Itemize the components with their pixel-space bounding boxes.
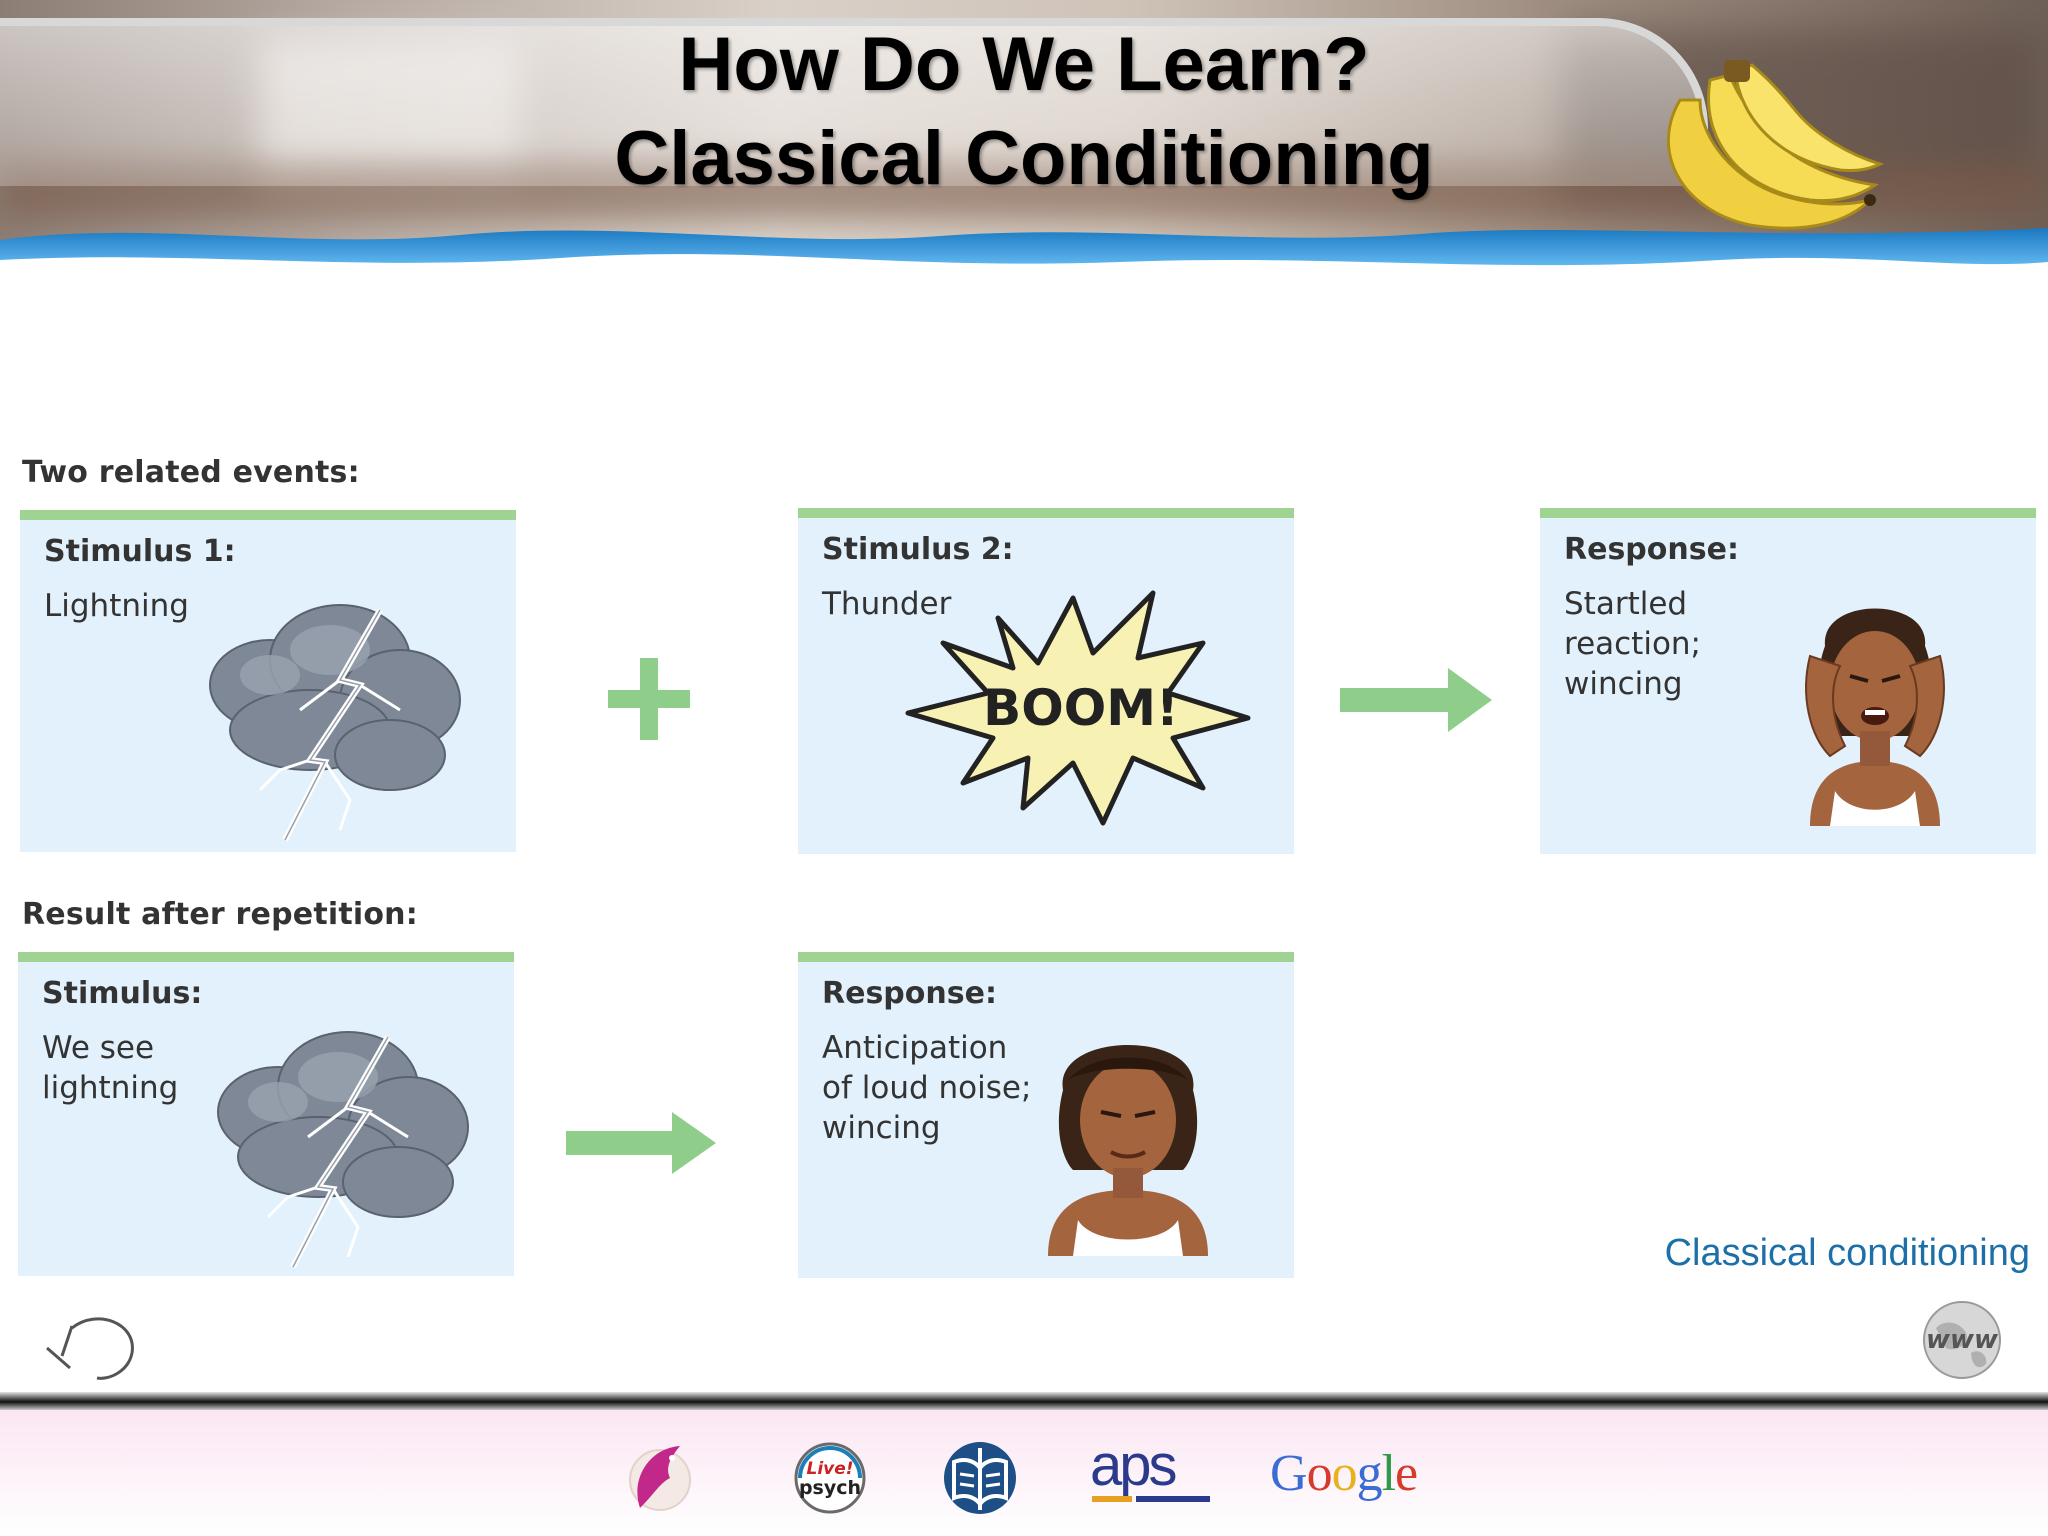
stimulus-repetition-heading: Stimulus:: [42, 976, 203, 1011]
arrow-connector-icon: [1340, 668, 1492, 732]
lightning-cloud-icon: [217, 1031, 469, 1269]
stimulus1-panel: Stimulus 1: Lightning: [20, 510, 516, 852]
aps-underline: [1092, 1496, 1210, 1502]
stimulus2-panel: Stimulus 2: Thunder BOOM!: [798, 508, 1294, 854]
stimulus-repetition-panel: Stimulus: We see lightning: [18, 952, 514, 1276]
stimulus1-heading: Stimulus 1:: [44, 534, 236, 569]
response1-text: Startled reaction; wincing: [1564, 586, 1702, 702]
www-label: www: [1926, 1325, 1999, 1355]
banana-icon: [1666, 60, 1885, 230]
classical-conditioning-link[interactable]: Classical conditioning: [1664, 1232, 2030, 1274]
plus-connector-icon: [608, 658, 690, 740]
www-globe-icon[interactable]: www: [1916, 1298, 2008, 1382]
response1-heading: Response:: [1564, 532, 1739, 567]
google-logo-icon[interactable]: Google: [1270, 1445, 1418, 1502]
stimulus2-heading: Stimulus 2:: [822, 532, 1014, 567]
section-label-after-repetition: Result after repetition:: [22, 897, 418, 932]
slide-header: How Do We Learn? Classical Conditioning: [0, 0, 2048, 300]
section-label-related-events: Two related events:: [22, 455, 360, 490]
footer-divider: [0, 1392, 2048, 1410]
title-panel: [0, 18, 1708, 186]
water-wave-decoration: [0, 228, 2048, 300]
response2-panel: Response: Anticipation of loud noise; wi…: [798, 952, 1294, 1278]
response2-heading: Response:: [822, 976, 997, 1011]
stimulus1-text: Lightning: [44, 588, 189, 624]
slide-title-line2: Classical Conditioning: [614, 116, 1434, 201]
response2-text: Anticipation of loud noise; wincing: [822, 1030, 1032, 1146]
wincing-woman-icon: [1048, 1045, 1208, 1256]
response1-panel: Response: Startled reaction; wincing: [1540, 508, 2036, 854]
psych-text: psych: [799, 1477, 861, 1499]
startled-woman-icon: [1805, 608, 1945, 826]
live-text: Live!: [806, 1459, 853, 1479]
fish-logo-icon[interactable]: [620, 1438, 700, 1518]
stimulus-repetition-text: We see lightning: [42, 1030, 179, 1106]
boom-text: BOOM!: [983, 679, 1179, 737]
stimulus2-text: Thunder: [822, 586, 952, 622]
live-psych-logo-icon[interactable]: Live! psych: [790, 1438, 870, 1518]
book-globe-logo-icon[interactable]: [940, 1438, 1020, 1518]
slide-title-line1: How Do We Learn?: [678, 22, 1370, 107]
lightning-cloud-icon: [209, 604, 461, 842]
back-arrow-icon[interactable]: [42, 1308, 138, 1384]
aps-logo-icon[interactable]: aps: [1090, 1433, 1177, 1498]
arrow-connector-icon: [566, 1112, 716, 1174]
boom-burst-icon: BOOM!: [905, 590, 1251, 826]
footer-bar: [0, 1410, 2048, 1536]
